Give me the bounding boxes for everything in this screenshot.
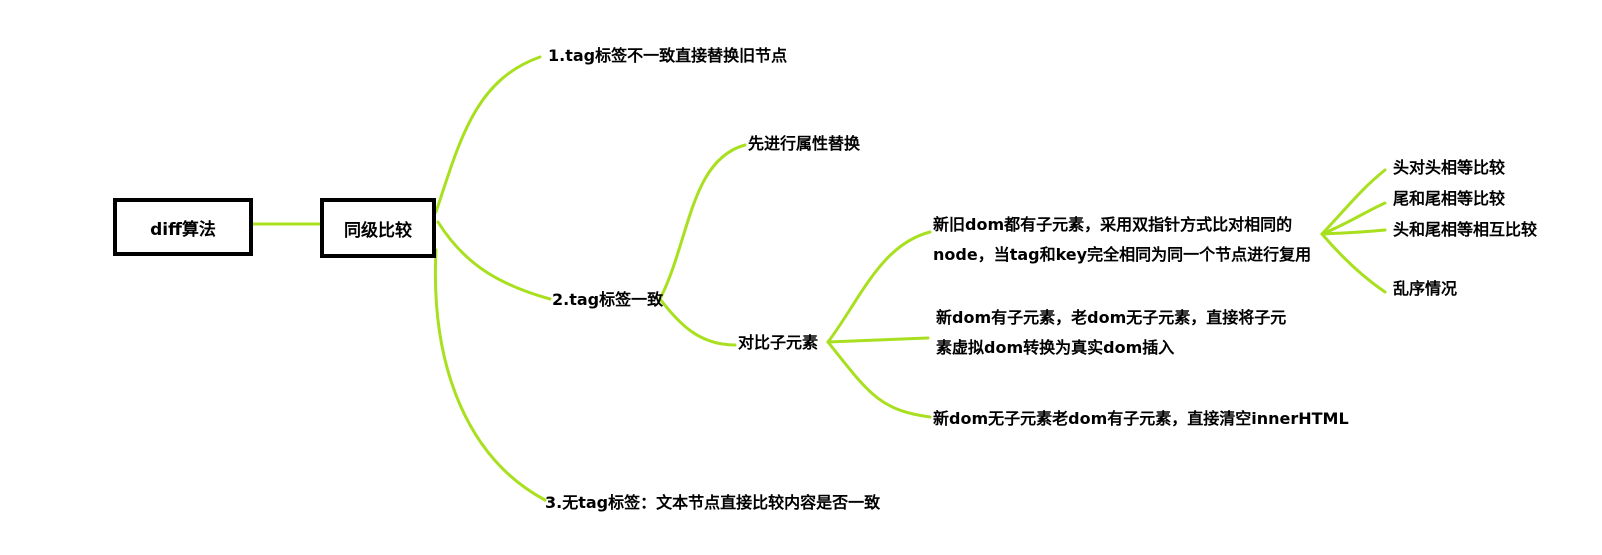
case-new-only-line2: 素虚拟dom转换为真实dom插入 — [936, 338, 1175, 357]
dp-head-tail: 头和尾相等相互比较 — [1393, 220, 1538, 239]
link-tag-match-attr — [658, 143, 747, 301]
link-children-both — [826, 230, 932, 344]
case-new-only-line1: 新dom有子元素，老dom无子元素，直接将子元 — [936, 308, 1287, 327]
dp-head-head: 头对头相等比较 — [1393, 158, 1506, 177]
node-attr-replace: 先进行属性替换 — [748, 134, 861, 153]
link-dp-head-head — [1320, 168, 1387, 236]
case-both-children-line1: 新旧dom都有子元素，采用双指针方式比对相同的 — [933, 215, 1293, 234]
case-both-children-line2: node，当tag和key完全相同为同一个节点进行复用 — [933, 245, 1312, 264]
branch-tag-mismatch: 1.tag标签不一致直接替换旧节点 — [548, 46, 788, 65]
dp-unordered: 乱序情况 — [1393, 279, 1458, 298]
dp-tail-tail: 尾和尾相等比较 — [1393, 189, 1506, 208]
level1-label: 同级比较 — [344, 220, 412, 241]
link-dp-tail-tail — [1320, 201, 1387, 236]
level1-node: 同级比较 — [320, 198, 436, 258]
link-tag-match-children — [658, 297, 737, 347]
link-children-old-only — [826, 340, 932, 419]
link-level1-no-tag — [433, 248, 547, 502]
link-level1-tag-mismatch — [434, 55, 542, 214]
link-dp-head-tail — [1320, 228, 1387, 236]
branch-tag-match: 2.tag标签一致 — [552, 290, 664, 309]
root-label: diff算法 — [150, 219, 216, 240]
root-node: diff算法 — [113, 198, 253, 256]
case-old-only: 新dom无子元素老dom有子元素，直接清空innerHTML — [933, 409, 1349, 428]
link-dp-unordered — [1320, 232, 1387, 294]
branch-no-tag: 3.无tag标签：文本节点直接比较内容是否一致 — [545, 493, 881, 512]
node-compare-children: 对比子元素 — [738, 333, 819, 352]
link-children-new-only — [826, 336, 930, 344]
link-level1-tag-match — [436, 220, 552, 301]
